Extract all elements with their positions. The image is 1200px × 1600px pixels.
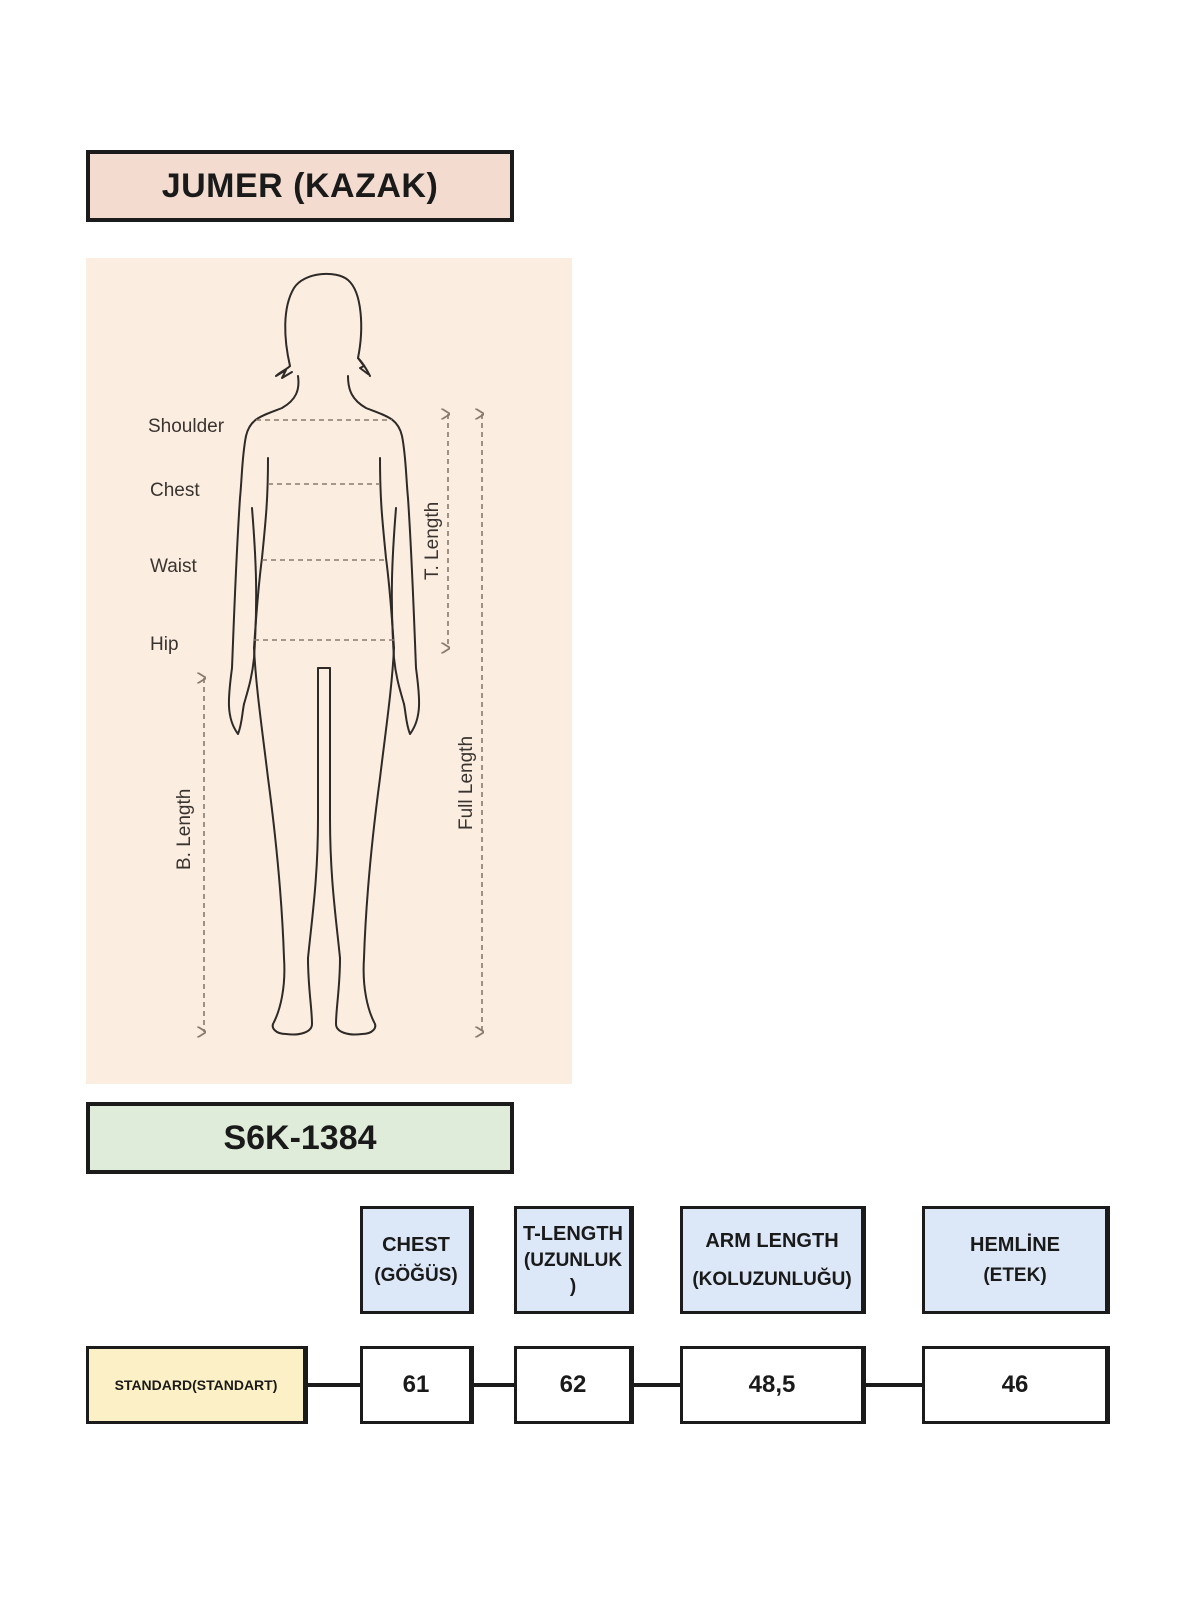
header-hemline-line1: HEMLİNE [970,1233,1060,1256]
value-hemline: 46 [922,1346,1110,1424]
header-chest-line2: (GÖĞÜS) [374,1264,458,1286]
label-t-length: T. Length [422,502,443,580]
page-title: JUMER (KAZAK) [86,150,514,222]
header-arm-length-line1: ARM LENGTH [705,1230,839,1252]
row-connector [308,1383,360,1387]
row-connector [474,1383,514,1387]
body-measurement-diagram: Shoulder Chest Waist Hip T. Length Full … [86,258,572,1084]
value-arm-length: 48,5 [680,1346,866,1424]
product-code: S6K-1384 [86,1102,514,1174]
header-chest: CHEST (GÖĞÜS) [360,1206,474,1314]
header-chest-line1: CHEST [382,1233,450,1256]
value-t-length: 62 [514,1346,634,1424]
label-chest: Chest [150,480,200,501]
label-b-length: B. Length [174,789,195,870]
row-connector [866,1383,922,1387]
measurement-lines [204,414,482,1032]
header-hemline: HEMLİNE (ETEK) [922,1206,1110,1314]
header-arm-length-line2: (KOLUZUNLUĞU) [692,1269,852,1290]
label-shoulder: Shoulder [148,416,225,437]
header-arm-length: ARM LENGTH (KOLUZUNLUĞU) [680,1206,866,1314]
row-connector [634,1383,680,1387]
label-waist: Waist [150,556,198,577]
size-row-label: STANDARD(STANDART) [86,1346,308,1424]
header-t-length: T-LENGTH (UZUNLUK ) [514,1206,634,1314]
label-full-length: Full Length [456,736,477,830]
label-hip: Hip [150,634,179,655]
body-outline [227,272,421,1036]
header-hemline-line2: (ETEK) [983,1264,1047,1286]
header-t-length-line3: ) [569,1275,577,1297]
value-chest: 61 [360,1346,474,1424]
measurement-labels: Shoulder Chest Waist Hip T. Length Full … [148,416,477,870]
header-t-length-line2: (UZUNLUK [523,1249,623,1271]
body-figure-illustration: Shoulder Chest Waist Hip T. Length Full … [148,272,572,1084]
header-t-length-line1: T-LENGTH [523,1222,623,1245]
